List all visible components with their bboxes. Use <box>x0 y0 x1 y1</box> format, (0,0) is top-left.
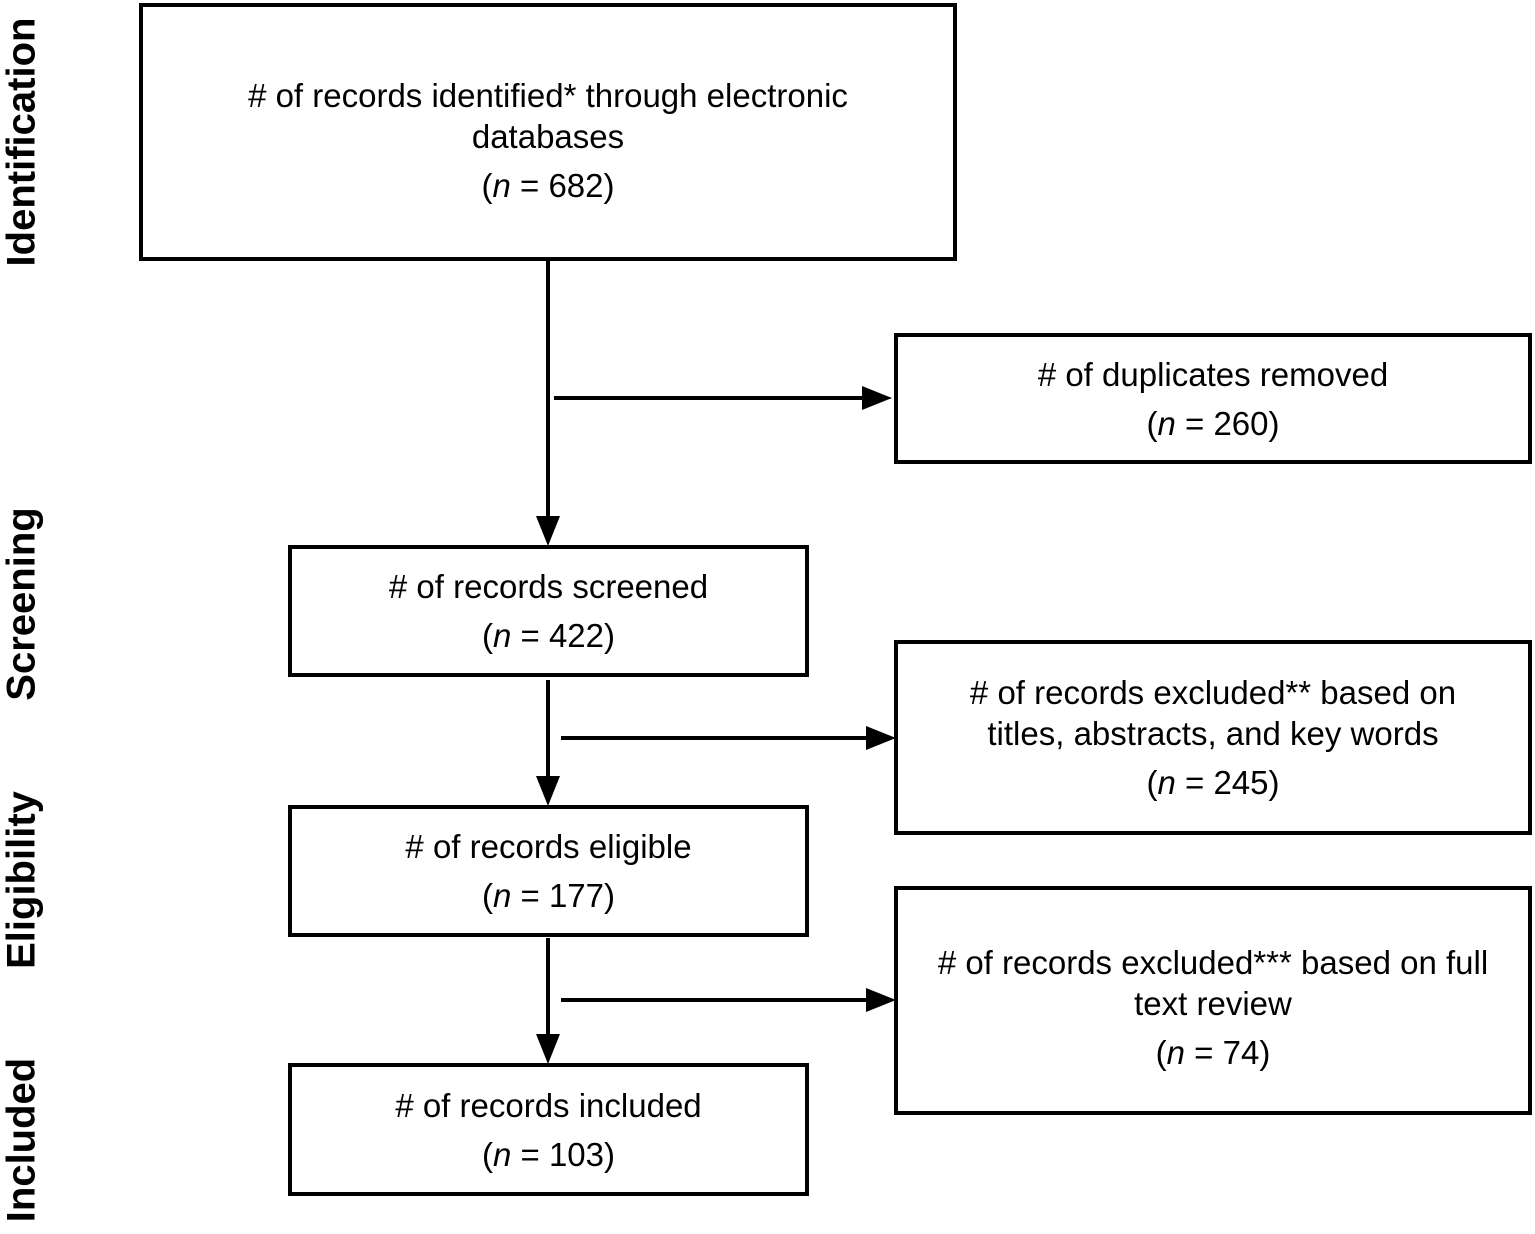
arrowhead-excluded-fulltext <box>866 988 896 1012</box>
box-records-included: # of records included (n = 103) <box>288 1063 809 1196</box>
box-records-excluded-fulltext: # of records excluded*** based on full t… <box>894 886 1532 1115</box>
duplicates-count: (n = 260) <box>1146 404 1280 442</box>
excluded-fulltext-text-line-1: # of records excluded*** based on full <box>937 944 1489 981</box>
box-records-excluded-titles: # of records excluded** based on titles,… <box>894 640 1532 835</box>
eligible-text-line-1: # of records eligible <box>405 828 692 865</box>
excluded-fulltext-text-line-2: text review <box>1134 985 1292 1022</box>
arrowhead-included <box>536 1034 560 1064</box>
box-records-screened: # of records screened (n = 422) <box>288 545 809 677</box>
identified-text-line-2: databases <box>471 118 625 155</box>
eligible-count: (n = 177) <box>481 877 616 914</box>
included-text-line-1: # of records included <box>395 1086 702 1124</box>
arrowhead-duplicates <box>862 386 892 410</box>
arrowhead-eligible <box>536 776 560 806</box>
arrowhead-screened <box>536 516 560 546</box>
box-duplicates-removed: # of duplicates removed (n = 260) <box>894 333 1532 464</box>
excluded-fulltext-count: (n = 74) <box>1155 1034 1271 1071</box>
identified-text-line-1: # of records identified* through electro… <box>248 77 848 114</box>
identified-count: (n = 682) <box>481 167 615 204</box>
excluded-titles-text-line-1: # of records excluded** based on <box>969 674 1457 711</box>
arrowhead-excluded-titles <box>866 726 896 750</box>
box-records-eligible: # of records eligible (n = 177) <box>288 805 809 937</box>
screened-count: (n = 422) <box>481 617 616 654</box>
excluded-titles-text-line-2: titles, abstracts, and key words <box>987 715 1439 752</box>
excluded-titles-count: (n = 245) <box>1146 764 1280 801</box>
box-records-identified: # of records identified* through electro… <box>139 3 957 261</box>
screened-text-line-1: # of records screened <box>388 568 709 605</box>
included-count: (n = 103) <box>481 1135 616 1173</box>
duplicates-text-line-1: # of duplicates removed <box>1037 355 1389 393</box>
